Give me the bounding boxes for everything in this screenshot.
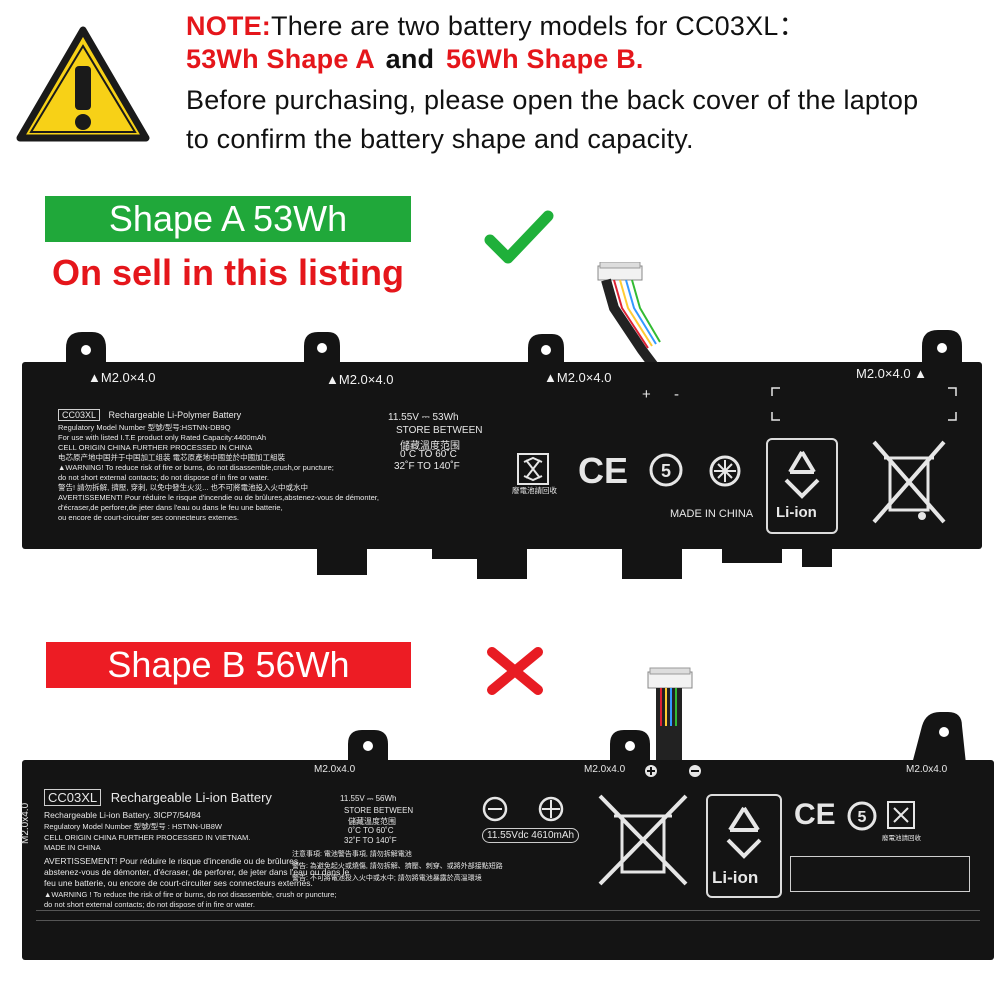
safety-mark-icon [538,796,564,822]
rating-b: 11.55Vdc 4610mAh [482,828,580,843]
reg-model-b: Regulatory Model Number 型號/型号 : HSTNN-UB… [44,822,222,831]
warning2-b: do not short external contacts; do not d… [44,900,255,909]
crossed-bin-icon [872,440,946,524]
screw-label-b-2: M2.0x4.0 [584,764,626,775]
recycle-cn-b: 廢電池請回收 [882,835,921,842]
recycle-icon [517,453,549,485]
store-between-b: STORE BETWEEN [344,806,414,815]
store-cn-a: 儲藏溫度范围 [400,441,460,452]
liion-label-a: Li-ion [776,504,817,521]
checkmark-icon [484,210,554,264]
battery-b-tabs [348,712,966,764]
model-label-a: CC03XL [58,409,101,421]
note-shape-b: 56Wh Shape B. [445,44,644,74]
temp-c-a: 0˚C TO 60˚C [400,449,457,460]
screw-label-a-3: ▲M2.0×4.0 [544,370,612,385]
warning1-a: ▲WARNING! To reduce risk of fire or burn… [58,463,334,472]
warning-icon [16,26,150,142]
screw-label-b-3: M2.0x4.0 [906,764,948,775]
temp-f-a: 32˚F TO 140˚F [394,461,460,472]
screw-label-b-4: M2.0x4.0 [20,802,31,844]
note-line-2: 53Wh Shape A and 56Wh Shape B. [186,44,644,75]
label-block-a: CC03XL Rechargeable Li-Polymer Battery [58,409,242,421]
plus-terminal-icon [645,765,657,777]
warning2-a: do not short external contacts; do not d… [58,473,269,482]
cn-notice2-b: 警告: 為避免起火或燒傷, 請勿拆解、擠壓、刺穿、或將外部接點短路 [292,863,503,870]
cn-warning-a: 警告! 請勿拆解, 擠壓, 穿刺, 以免中發生火災... 也不可將電池投入火中或… [58,483,309,492]
svg-text:5: 5 [661,461,671,481]
store-between-a: STORE BETWEEN [396,425,483,436]
plus-terminal-a: + [642,386,651,403]
cn-line-a: 电芯原产地中国并于中国加工组装 電芯原產地中國並於中國加工組裝 [58,453,286,462]
cn-notice3-b: 警告: 不可將電池投入火中或水中; 請勿將電池暴露於高溫環境 [292,875,482,882]
label-block-b: CC03XL Rechargeable Li-ion Battery [44,789,272,806]
liion-recycle-box-a: Li-ion [766,438,838,534]
screw-label-b-1: M2.0x4.0 [314,764,356,775]
avert1-b: AVERTISSEMENT! Pour réduire le risque d'… [44,856,301,866]
rohs-icon: 5 [847,801,877,831]
safety-mark-icon [482,796,508,822]
battery-shape-b: M2.0x4.0 M2.0x4.0 M2.0x4.0 M2.0x4.0 CC03… [20,760,994,960]
connector-cable-icon [647,667,693,766]
shape-a-banner: Shape A 53Wh [45,196,411,242]
avert1-a: AVERTISSEMENT! Pour réduire le risque d'… [58,493,379,502]
battery-shape-a: ▲M2.0×4.0 ▲M2.0×4.0 ▲M2.0×4.0 M2.0×4.0 ▲… [22,362,982,549]
note-shape-a: 53Wh Shape A [186,44,374,74]
cells-b: Rechargeable Li-ion Battery. 3ICP7/54/84 [44,810,201,820]
safety-mark-icon [709,455,741,487]
made-in-b: MADE IN CHINA [44,843,101,852]
recycle-icon [784,450,820,499]
battery-type-a: Rechargeable Li-Polymer Battery [108,410,242,420]
liion-recycle-box-b: Li-ion [706,794,782,898]
temp-f-b: 32˚F TO 140˚F [344,836,397,845]
svg-text:5: 5 [858,809,867,826]
cell-origin-b: CELL ORIGIN CHINA FURTHER PROCESSED IN V… [44,833,251,842]
recycle-cn-a: 廢電池請回收 [512,486,557,495]
minus-terminal-a: - [674,386,679,403]
warning1-b: ▲WARNING ! To reduce the risk of fire or… [44,890,337,899]
battery-a-bottom-tabs [317,545,832,579]
note-line-1-text: There are two battery models for CC03XL： [271,11,806,41]
screw-label-a-1: ▲M2.0×4.0 [88,370,156,385]
store-cn-b: 儲藏溫度范围 [348,817,396,826]
minus-terminal-icon [689,765,701,777]
voltage-a: 11.55V ⎓ 53Wh [388,412,459,423]
cell-origin-a: CELL ORIGIN CHINA FURTHER PROCESSED IN C… [58,443,253,452]
avert3-b: feu une batterie, ou encore de court-cir… [44,878,313,888]
model-label-b: CC03XL [44,789,102,806]
cross-icon [487,647,543,695]
avert2-b: abstenez-vous de démonter, d'écraser, de… [44,867,350,877]
label-corner-marks-a [771,387,957,421]
connector-cable-icon [597,262,661,368]
battery-b-groove [36,920,980,921]
screw-label-a-4: M2.0×4.0 ▲ [856,366,928,381]
avert3-a: ou encore de court-circuiter ses connect… [58,513,239,522]
battery-a-tabs [66,330,962,366]
voltage-b: 11.55V ⎓ 56Wh [340,794,397,803]
avert2-a: d'écraser,de perforer,de jeter dans l'ea… [58,503,283,512]
screw-label-a-2: ▲M2.0×4.0 [326,372,394,387]
note-line-4: to confirm the battery shape and capacit… [186,124,694,154]
shape-a-status: On sell in this listing [52,252,405,293]
made-in-a: MADE IN CHINA [670,508,754,520]
liion-label-b: Li-ion [712,868,759,887]
note-line-3: Before purchasing, please open the back … [186,85,919,115]
cn-notice1-b: 注意事項: 電池警告事項, 請勿拆解電池 [292,851,412,858]
temp-c-b: 0˚C TO 60˚C [348,826,394,835]
battery-type-b: Rechargeable Li-ion Battery [110,790,272,805]
note-and: and [385,44,435,74]
rohs-icon: 5 [649,453,683,487]
blank-label-area-b [790,856,970,892]
recycle-icon [726,806,762,859]
battery-b-groove [36,910,980,911]
note-prefix: NOTE: [186,11,271,41]
ite-a: For use with listed I.T.E product only R… [58,433,267,442]
note-line-1: NOTE:There are two battery models for CC… [186,4,806,43]
ce-mark-icon: CE [794,798,836,831]
recycle-icon [887,801,915,829]
shape-b-banner: Shape B 56Wh [46,642,411,688]
ce-mark-icon: CE [578,450,629,491]
reg-model-a: Regulatory Model Number 型號/型号:HSTNN-DB9Q [58,423,231,432]
crossed-bin-icon [598,794,688,886]
